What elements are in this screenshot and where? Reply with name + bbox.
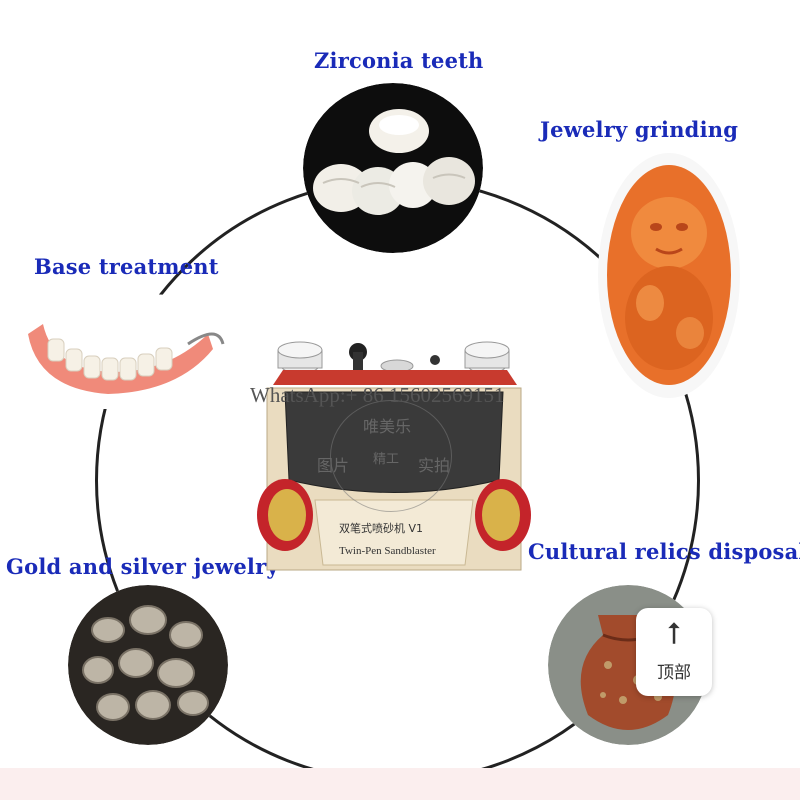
watermark-seal-left: 图片 [317, 456, 350, 475]
bottom-band [0, 768, 800, 800]
front-label-en: Twin-Pen Sandblaster [339, 545, 436, 557]
watermark-seal-right: 实拍 [418, 456, 451, 475]
back-to-top-button[interactable]: ⭡ 顶部 [636, 608, 712, 696]
label-base-treatment: Base treatment [34, 254, 219, 279]
label-jewelry-grinding: Jewelry grinding [540, 117, 739, 142]
arrow-up-icon: ⭡ [666, 617, 682, 652]
hand-port-right [475, 479, 531, 551]
back-to-top-label: 顶部 [657, 663, 691, 683]
front-label-cn: 双笔式喷砂机 V1 [339, 522, 424, 535]
pen-holder-left [277, 341, 323, 375]
hand-port-left [257, 479, 313, 551]
jewelry-grinding-photo [598, 153, 740, 398]
watermark-contact: WhatsApp:+ 86 15602569151 [250, 383, 505, 407]
watermark-seal [330, 400, 452, 512]
label-zirconia-teeth: Zirconia teeth [314, 48, 484, 73]
label-cultural-relics-disposal: Cultural relics disposal [528, 539, 800, 564]
base-treatment-photo [18, 294, 233, 409]
zirconia-teeth-photo [303, 83, 483, 253]
watermark-seal-center: 精工 [373, 452, 400, 467]
watermark-seal-top: 唯美乐 [363, 417, 412, 436]
pen-holder-right [464, 341, 510, 375]
gold-silver-jewelry-photo [68, 585, 228, 745]
label-gold-silver-jewelry: Gold and silver jewelry [6, 554, 279, 579]
